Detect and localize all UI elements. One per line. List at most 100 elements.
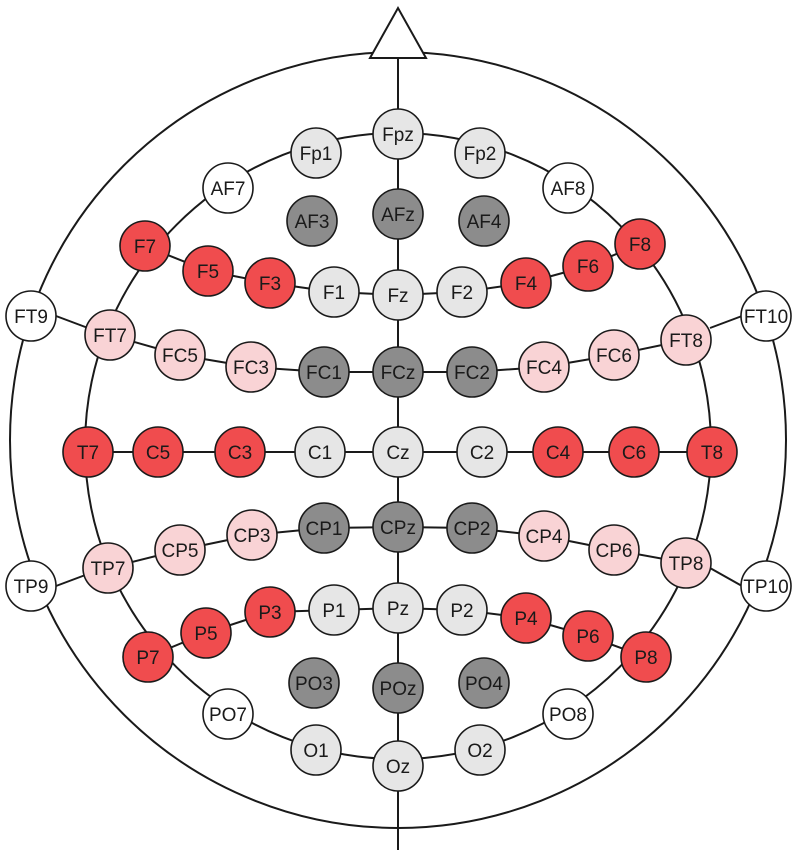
electrode-circle bbox=[298, 346, 350, 398]
electrode-label: C1 bbox=[308, 443, 332, 464]
electrode-label: FT7 bbox=[93, 326, 127, 347]
electrode-fc5: FC5 bbox=[154, 329, 206, 381]
electrode-circle bbox=[288, 657, 340, 709]
electrode-circle bbox=[82, 542, 134, 594]
electrode-poz: POz bbox=[372, 662, 424, 714]
electrode-label: P4 bbox=[514, 609, 538, 630]
electrode-po8: PO8 bbox=[542, 688, 594, 740]
electrode-cz: Cz bbox=[372, 426, 424, 478]
electrode-label: P1 bbox=[322, 601, 345, 622]
electrode-label: CP1 bbox=[306, 519, 343, 540]
electrode-circle bbox=[608, 426, 660, 478]
electrode-fc4: FC4 bbox=[518, 341, 570, 393]
electrode-f2: F2 bbox=[436, 266, 488, 318]
electrode-c1: C1 bbox=[294, 426, 346, 478]
electrode-circle bbox=[244, 586, 296, 638]
electrode-circle bbox=[308, 266, 360, 318]
electrode-cp5: CP5 bbox=[154, 524, 206, 576]
link-tp9-tp7 bbox=[55, 573, 89, 587]
link-tp8-tp10 bbox=[709, 567, 743, 587]
electrode-cp6: CP6 bbox=[588, 524, 640, 576]
electrode-label: F7 bbox=[134, 237, 156, 258]
electrode-label: FT10 bbox=[744, 307, 788, 328]
electrode-p4: P4 bbox=[500, 592, 552, 644]
electrode-circle bbox=[372, 740, 424, 792]
electrode-c5: C5 bbox=[132, 426, 184, 478]
electrode-label: PO3 bbox=[295, 674, 333, 695]
electrode-fpz: Fpz bbox=[372, 108, 424, 160]
electrode-p8: P8 bbox=[620, 631, 672, 683]
electrode-circle bbox=[588, 524, 640, 576]
electrode-circle bbox=[686, 426, 738, 478]
electrode-circle bbox=[436, 266, 488, 318]
electrode-circle bbox=[84, 309, 136, 361]
electrode-label: CP2 bbox=[454, 519, 491, 540]
electrode-circle bbox=[542, 688, 594, 740]
electrode-oz: Oz bbox=[372, 740, 424, 792]
electrode-circle bbox=[532, 426, 584, 478]
electrode-label: AF3 bbox=[295, 212, 330, 233]
electrode-label: FC1 bbox=[306, 363, 342, 384]
electrode-circle bbox=[562, 610, 614, 662]
electrode-af7: AF7 bbox=[202, 162, 254, 214]
link-ft8-ft10 bbox=[709, 315, 743, 329]
electrode-label: Cz bbox=[386, 443, 409, 464]
electrode-af4: AF4 bbox=[458, 195, 510, 247]
electrode-circle bbox=[298, 502, 350, 554]
electrode-circle bbox=[518, 510, 570, 562]
electrode-label: TP7 bbox=[91, 559, 126, 580]
electrode-label: F2 bbox=[451, 283, 473, 304]
electrode-cp3: CP3 bbox=[226, 509, 278, 561]
electrode-label: Fpz bbox=[382, 125, 414, 146]
electrode-ft8: FT8 bbox=[660, 314, 712, 366]
electrode-circle bbox=[436, 584, 488, 636]
electrode-label: O1 bbox=[303, 741, 328, 762]
electrode-circle bbox=[62, 426, 114, 478]
electrode-circle bbox=[225, 341, 277, 393]
electrode-label: AF7 bbox=[211, 179, 246, 200]
electrode-circle bbox=[132, 426, 184, 478]
electrode-label: F6 bbox=[577, 257, 599, 278]
electrode-af3: AF3 bbox=[286, 195, 338, 247]
electrode-circle bbox=[5, 290, 57, 342]
electrode-circle bbox=[456, 426, 508, 478]
electrode-circle bbox=[182, 245, 234, 297]
electrode-circle bbox=[660, 537, 712, 589]
link-ft9-ft7 bbox=[55, 315, 89, 329]
electrode-circle bbox=[372, 501, 424, 553]
electrode-fp1: Fp1 bbox=[290, 127, 342, 179]
electrode-f1: F1 bbox=[308, 266, 360, 318]
electrode-circle bbox=[500, 592, 552, 644]
electrode-label: Pz bbox=[387, 599, 409, 620]
electrode-label: C5 bbox=[146, 443, 170, 464]
electrode-label: T7 bbox=[77, 443, 99, 464]
electrode-circle bbox=[500, 257, 552, 309]
electrode-ft7: FT7 bbox=[84, 309, 136, 361]
electrode-circle bbox=[372, 188, 424, 240]
electrode-circle bbox=[454, 127, 506, 179]
electrode-circle bbox=[294, 426, 346, 478]
electrode-label: CP5 bbox=[162, 541, 199, 562]
electrode-label: Fp2 bbox=[464, 144, 497, 165]
electrode-circle bbox=[290, 127, 342, 179]
electrode-label: Fz bbox=[387, 286, 408, 307]
electrode-tp8: TP8 bbox=[660, 537, 712, 589]
electrode-label: POz bbox=[380, 679, 417, 700]
electrode-po3: PO3 bbox=[288, 657, 340, 709]
electrode-circle bbox=[202, 162, 254, 214]
electrode-circle bbox=[372, 662, 424, 714]
electrode-fc1: FC1 bbox=[298, 346, 350, 398]
electrode-label: FC2 bbox=[454, 363, 490, 384]
electrode-label: PO7 bbox=[209, 705, 247, 726]
electrode-fcz: FCz bbox=[372, 346, 424, 398]
electrode-circle bbox=[542, 162, 594, 214]
electrode-p3: P3 bbox=[244, 586, 296, 638]
electrode-p2: P2 bbox=[436, 584, 488, 636]
electrode-label: Oz bbox=[386, 757, 410, 778]
electrode-label: FC5 bbox=[162, 346, 198, 367]
electrode-circle bbox=[119, 220, 171, 272]
electrode-circle bbox=[588, 329, 640, 381]
electrode-tp10: TP10 bbox=[740, 560, 792, 612]
electrode-circle bbox=[180, 607, 232, 659]
